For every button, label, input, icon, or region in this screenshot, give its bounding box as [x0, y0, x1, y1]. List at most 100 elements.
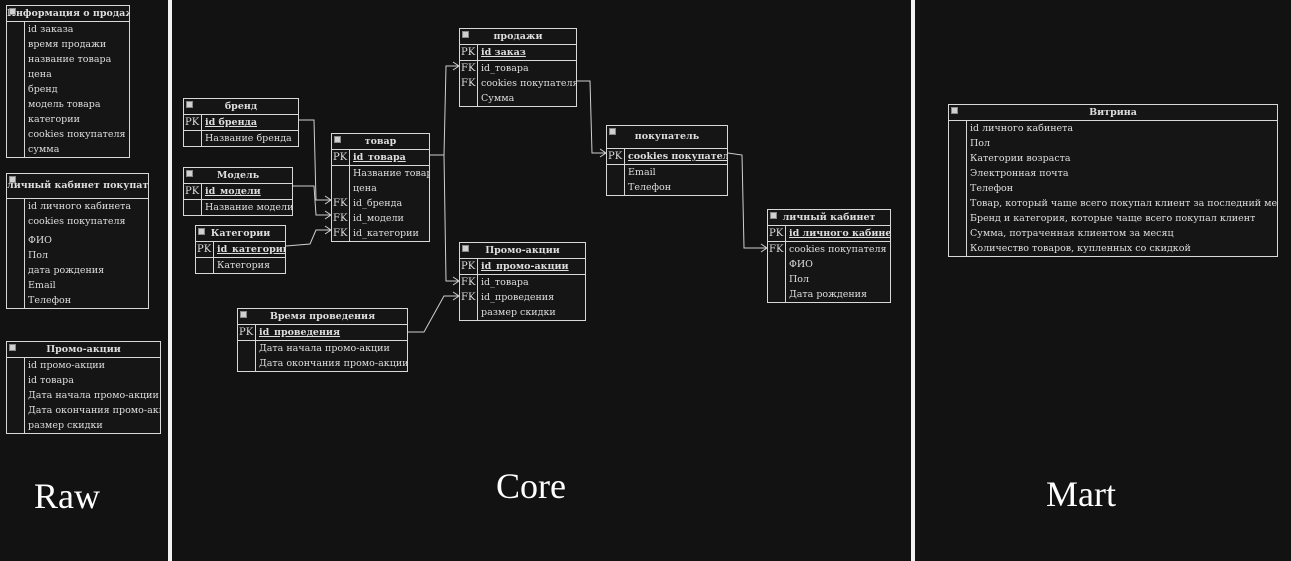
- key-cell: [7, 82, 25, 97]
- table-icon: [186, 101, 193, 108]
- link-product-sales: [430, 65, 459, 156]
- entity-title: Промо-акции: [485, 245, 560, 256]
- field-name: id товара: [28, 375, 74, 386]
- link-customer-cabinet: [727, 152, 767, 249]
- entity-title: Информация о продажах: [7, 8, 129, 19]
- field-name: цена: [28, 69, 52, 80]
- field-name: id_промо-акции: [481, 261, 569, 272]
- key-cell: [7, 214, 25, 229]
- crowfoot-icon: [599, 148, 607, 158]
- key-cell: [7, 373, 25, 388]
- field-name: cookies покупателя: [789, 244, 887, 255]
- field-row: Название модели: [184, 200, 292, 215]
- key-label: [768, 287, 786, 302]
- table-icon: [462, 31, 469, 38]
- field-name: id_категории: [217, 244, 285, 255]
- crowfoot-icon: [324, 195, 332, 205]
- key-cell: [7, 127, 25, 142]
- table-icon: [951, 107, 958, 114]
- key-cell: [7, 293, 25, 308]
- field-name: Email: [628, 167, 656, 178]
- field-name: Сумма: [481, 93, 515, 104]
- entity-title: Промо-акции: [46, 344, 121, 355]
- field-row: Дата начала промо-акции: [7, 388, 160, 403]
- field-name: id_товара: [353, 152, 406, 163]
- field-name: дата рождения: [28, 265, 105, 276]
- field-name: id_товара: [481, 63, 529, 74]
- field-row: Пол: [949, 136, 1277, 151]
- key-cell: [7, 278, 25, 293]
- entity-title: личный кабинет: [782, 212, 876, 223]
- key-label: FK: [768, 242, 786, 257]
- field-name: Email: [28, 280, 56, 291]
- crowfoot-icon: [452, 276, 460, 286]
- entity-title: покупатель: [634, 131, 700, 142]
- link-period-promo: [408, 295, 459, 333]
- link-sales-customer: [577, 80, 606, 154]
- field-name: размер скидки: [481, 307, 556, 318]
- table-icon: [198, 228, 205, 235]
- field-name: название товара: [28, 54, 112, 65]
- field-row: Дата рождения: [768, 287, 890, 302]
- key-label: FK: [460, 290, 478, 305]
- field-name: Дата начала промо-акции: [259, 343, 390, 354]
- key-cell: [7, 37, 25, 52]
- key-label: FK: [332, 211, 350, 226]
- field-name: Категория: [217, 260, 270, 271]
- field-name: ФИО: [789, 259, 813, 270]
- key-cell: [7, 229, 25, 233]
- row-gap: [7, 229, 148, 233]
- divider-core-mart: [911, 0, 915, 561]
- table-icon: [9, 8, 16, 15]
- entity-title: личный кабинет покупателя: [7, 180, 148, 191]
- field-row: id промо-акции: [7, 358, 160, 373]
- field-row: Дата окончания промо-акции: [238, 356, 407, 371]
- key-cell: [949, 196, 967, 211]
- field-name: Телефон: [628, 182, 672, 193]
- field-name: Категории возраста: [970, 153, 1071, 164]
- field-row: размер скидки: [7, 418, 160, 433]
- key-cell: [7, 418, 25, 433]
- key-cell: [949, 136, 967, 151]
- link-category-product: [285, 229, 331, 247]
- entity-title: Категории: [210, 228, 271, 239]
- field-row: Дата начала промо-акции: [238, 341, 407, 356]
- field-name: Пол: [970, 138, 991, 149]
- key-label: PK: [460, 45, 478, 60]
- field-row: Товар, который чаще всего покупал клиент…: [949, 196, 1277, 211]
- key-label: [238, 356, 256, 371]
- link-model-product: [293, 185, 331, 216]
- table-icon: [462, 245, 469, 252]
- field-row: Категория: [196, 258, 285, 273]
- field-name: id личного кабинета: [970, 123, 1074, 134]
- key-cell: [949, 166, 967, 181]
- field-name: id заказ: [481, 47, 526, 58]
- entity-raw-customer-cabinet[interactable]: личный кабинет покупателя id личного каб…: [6, 173, 149, 309]
- field-name: cookies покупателя: [28, 216, 126, 227]
- key-cell: [7, 97, 25, 112]
- field-name: Название товара: [353, 168, 429, 179]
